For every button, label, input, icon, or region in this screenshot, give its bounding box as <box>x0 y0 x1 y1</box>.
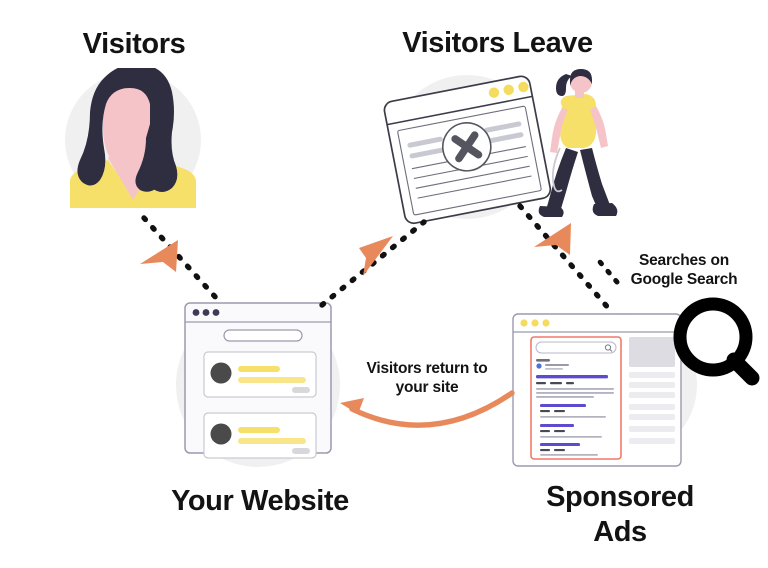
leave-window-content-frame <box>397 105 542 216</box>
node-label-visitors-leave: Visitors Leave <box>402 27 593 59</box>
arrowhead-coral <box>534 223 571 255</box>
connector-visitors-to-website <box>140 215 221 303</box>
ads-side-panel <box>629 337 675 444</box>
leave-window-titlebar-divider <box>386 95 533 126</box>
website-window-dot-2 <box>202 309 210 316</box>
walking-woman-front-leg <box>580 148 610 210</box>
return-arrow-curve <box>349 390 515 428</box>
card-avatar-icon <box>210 362 232 384</box>
website-window-dot-1 <box>192 309 200 316</box>
node-label-your-website: Your Website <box>171 485 349 517</box>
node-label-sponsored-ads: Sponsored Ads <box>546 481 694 549</box>
ads-search-input[interactable] <box>535 341 617 354</box>
connector-stub-searches <box>597 259 620 285</box>
card-avatar-icon <box>210 423 232 445</box>
leave-window-dot-3 <box>518 81 529 93</box>
walking-woman-arm-front <box>590 106 608 148</box>
avatar-hair-curl <box>135 124 168 192</box>
website-content-card-2[interactable] <box>203 412 317 459</box>
return-arrowhead <box>340 398 364 414</box>
walking-woman-arm-back <box>550 108 568 153</box>
avatar-hair-fringe <box>102 68 170 94</box>
walking-woman-shoe-back <box>538 206 564 217</box>
walking-woman-hair <box>570 69 592 86</box>
website-search-bar[interactable] <box>223 329 303 342</box>
ads-window-dot-2 <box>531 319 539 327</box>
walking-woman-top <box>560 94 596 148</box>
connector-leave-to-ads <box>517 203 613 313</box>
node-icon-visitors <box>70 68 196 208</box>
walking-woman-shoe-front <box>592 203 618 216</box>
x-circle-icon <box>441 122 492 172</box>
node-icon-your-website <box>184 302 332 459</box>
ads-results-highlight-panel[interactable] <box>530 336 622 460</box>
walking-woman-back-leg <box>546 148 578 212</box>
ads-window-dot-3 <box>542 319 550 327</box>
magnifier-icon <box>604 344 612 351</box>
walking-woman-ponytail <box>556 74 572 96</box>
connector-website-to-leave <box>319 219 427 308</box>
walking-woman-bag-strap <box>551 147 563 193</box>
walking-woman-illustration <box>538 69 618 217</box>
large-magnifier-icon <box>673 297 760 386</box>
node-icon-visitors-leave <box>383 69 618 225</box>
website-content-card-1[interactable] <box>203 351 317 398</box>
website-window-dot-3 <box>212 309 220 316</box>
annotation-visitors-return: Visitors return to your site <box>366 360 488 396</box>
ads-window-dot-1 <box>520 319 528 327</box>
ads-result-list <box>536 359 614 456</box>
node-icon-sponsored-ads <box>512 297 760 467</box>
node-label-visitors: Visitors <box>82 28 186 60</box>
leave-window-dot-1 <box>488 87 500 98</box>
annotation-searches-on-google: Searches on Google Search <box>630 252 738 288</box>
arrowhead-coral <box>140 240 178 272</box>
leave-window-dot-2 <box>503 84 514 95</box>
arrowhead-coral <box>359 236 393 276</box>
connector-ads-to-website <box>340 390 515 428</box>
